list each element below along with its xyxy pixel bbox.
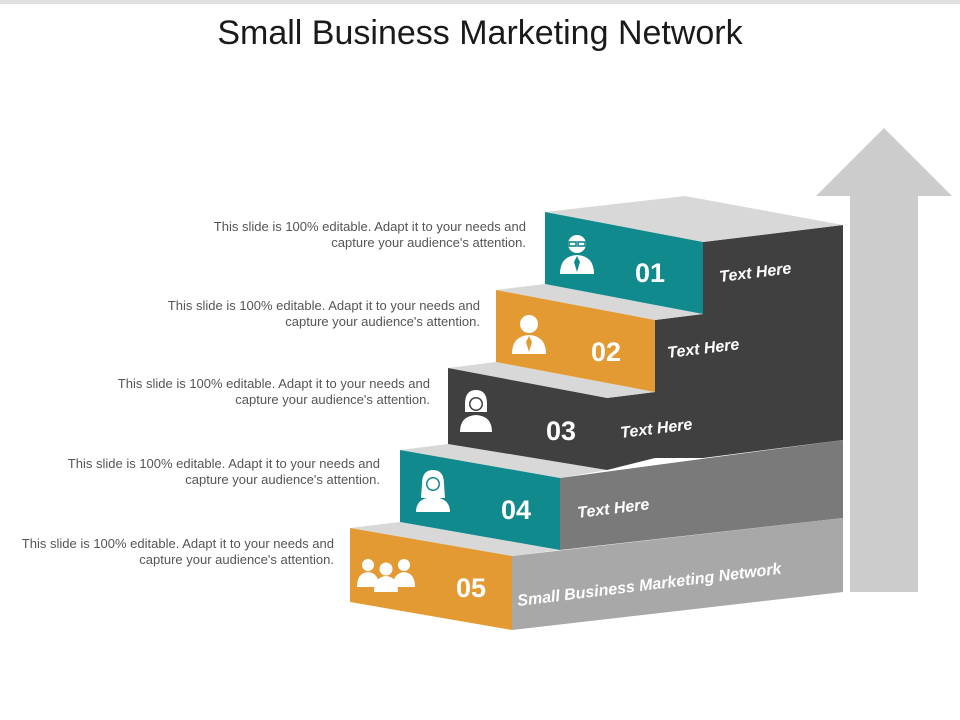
step-04-number: 04 <box>501 495 531 525</box>
step-04-description: This slide is 100% editable. Adapt it to… <box>67 456 380 487</box>
page-title: Small Business Marketing Network <box>217 14 743 52</box>
top-rule <box>0 0 960 4</box>
group-icon <box>357 559 415 592</box>
woman-long-hair-icon <box>416 470 450 512</box>
step-01-top <box>545 196 843 242</box>
step-05-front <box>350 528 512 630</box>
step-02-description: This slide is 100% editable. Adapt it to… <box>167 298 480 329</box>
up-arrow <box>816 128 952 592</box>
step-03-side <box>607 392 655 470</box>
step-01-front <box>545 212 703 314</box>
woman-icon <box>460 390 492 432</box>
step-05-top <box>350 522 560 556</box>
step-05-number: 05 <box>456 573 486 603</box>
step-03-description: This slide is 100% editable. Adapt it to… <box>117 376 430 407</box>
step-01-side <box>703 225 843 458</box>
step-02-number: 02 <box>591 337 621 367</box>
step-02-side <box>655 314 703 458</box>
step-02-front <box>496 290 655 392</box>
step-03-front <box>448 368 607 470</box>
step-01-number: 01 <box>635 258 665 288</box>
businessman-glasses-icon <box>560 235 594 274</box>
businessman-icon <box>512 315 546 354</box>
step-03-top <box>448 362 655 398</box>
step-01-description: This slide is 100% editable. Adapt it to… <box>213 219 526 250</box>
step-04-side <box>560 440 843 550</box>
step-05-side <box>512 518 843 630</box>
step-03-number: 03 <box>546 416 576 446</box>
step-02-top <box>496 284 703 320</box>
step-05-description: This slide is 100% editable. Adapt it to… <box>21 536 334 567</box>
step-04-top <box>400 444 607 478</box>
